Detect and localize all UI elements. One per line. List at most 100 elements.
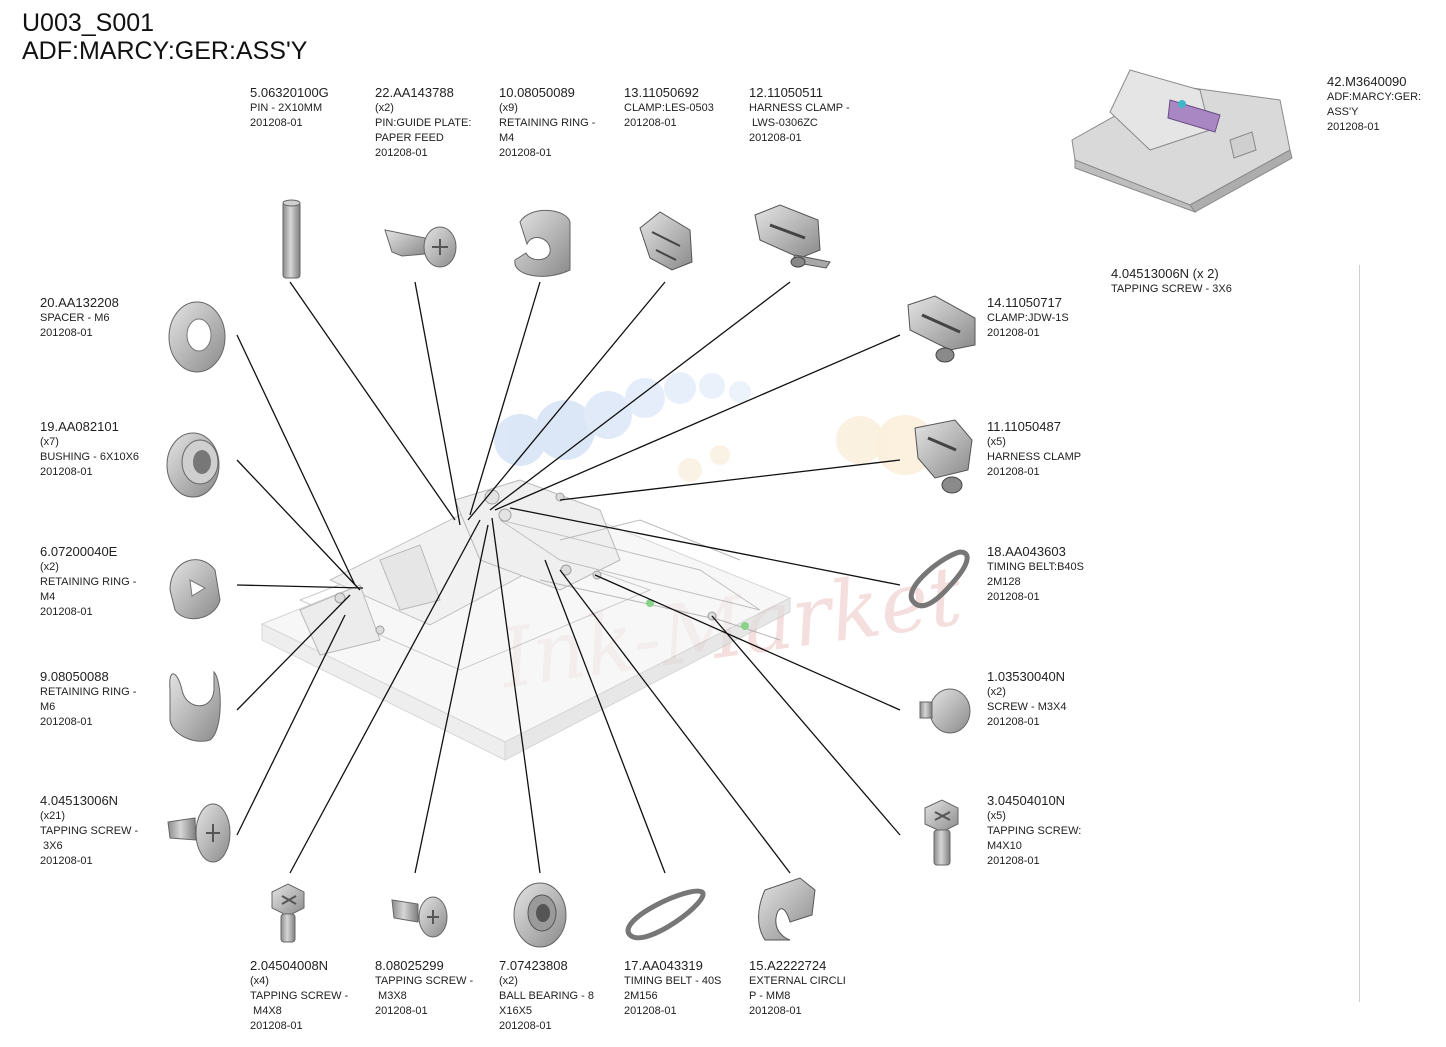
- screw-m3x4-icon: [919, 688, 971, 734]
- part-number: 10.08050089: [499, 85, 575, 100]
- page-id: U003_S001: [22, 9, 155, 37]
- retaining-ring-m4-left-icon: [169, 559, 221, 620]
- part-description-line: 201208-01: [987, 591, 1040, 603]
- part-number: 20.AA132208: [40, 295, 119, 310]
- part-description-line: 201208-01: [375, 1005, 428, 1017]
- part-description-line: TIMING BELT - 40S: [624, 975, 722, 987]
- part-description-line: 201208-01: [987, 716, 1040, 728]
- part-description-line: RETAINING RING -: [499, 117, 596, 129]
- part-description-line: PAPER FEED: [375, 132, 444, 144]
- part-description-line: BUSHING - 6X10X6: [40, 451, 140, 463]
- harness-clamp-lws-icon: [754, 204, 831, 269]
- part-description-line: BALL BEARING - 8: [499, 990, 594, 1002]
- part-number: 6.07200040E: [40, 544, 118, 559]
- part-label-p5: 5.06320100G PIN - 2X10MM 201208-01: [250, 85, 368, 131]
- part-number: 4.04513006N: [40, 793, 119, 808]
- tapping-screw-m3x8-icon: [391, 896, 448, 938]
- part-description-line: 201208-01: [749, 132, 802, 144]
- part-description-line: 201208-01: [624, 1005, 677, 1017]
- part-description-line: (x2): [499, 975, 518, 987]
- part-description-line: HARNESS CLAMP -: [749, 102, 850, 114]
- part-description-line: M6: [40, 701, 56, 713]
- part-number: 15.A2222724: [749, 958, 827, 973]
- part-description-line: M4X10: [987, 840, 1022, 852]
- part-description-line: RETAINING RING -: [40, 686, 137, 698]
- page-title: ADF:MARCY:GER:ASS'Y: [22, 37, 308, 65]
- part-description-line: 201208-01: [40, 327, 93, 339]
- part-description-line: (x7): [40, 436, 59, 448]
- part-number: 18.AA043603: [987, 544, 1066, 559]
- part-description-line: 201208-01: [987, 327, 1040, 339]
- part-number: 3.04504010N: [987, 793, 1066, 808]
- clamp-les-0503-icon: [639, 211, 693, 271]
- part-description-line: 201208-01: [624, 117, 677, 129]
- retaining-ring-m6-icon: [169, 670, 221, 742]
- part-number: 1.03530040N: [987, 669, 1066, 684]
- part-description-line: M4X8: [250, 1005, 282, 1017]
- bushing-icon: [166, 432, 220, 498]
- part-description-line: P - MM8: [749, 990, 791, 1002]
- part-description-line: 3X6: [40, 840, 63, 852]
- spacer-m6-icon: [168, 301, 226, 373]
- part-description-line: RETAINING RING -: [40, 576, 137, 588]
- part-label-p22: 22.AA143788(x2)PIN:GUIDE PLATE:PAPER FEE…: [375, 85, 493, 161]
- assembly-line: ADF:MARCY:GER:: [1327, 91, 1422, 103]
- clamp-jdw-1s-icon: [907, 295, 976, 363]
- part-description-line: (x2): [375, 102, 394, 114]
- part-number: 22.AA143788: [375, 85, 454, 100]
- timing-belt-40s-icon: [625, 888, 706, 941]
- part-number: 5.06320100G: [250, 85, 329, 100]
- part-description-line: (x5): [987, 810, 1006, 822]
- part-description-line: 201208-01: [749, 1005, 802, 1017]
- part-description-line: (x21): [40, 810, 66, 822]
- part-label-p3: 3.04504010N (x5) TAPPING SCREW: M4X10 201208…: [987, 793, 1105, 869]
- part-number: 7.07423808: [499, 958, 568, 973]
- assembly-line: ASS'Y: [1327, 106, 1359, 118]
- note-description: TAPPING SCREW - 3X6: [1111, 283, 1232, 295]
- part-description-line: TAPPING SCREW -: [250, 990, 349, 1002]
- part-description-line: (x2): [40, 561, 59, 573]
- part-description-line: PIN - 2X10MM: [250, 102, 323, 114]
- vertical-divider: [1359, 265, 1360, 1002]
- part-description-line: (x5): [987, 436, 1006, 448]
- part-description-line: 2M128: [987, 576, 1021, 588]
- ball-bearing-icon: [513, 882, 567, 948]
- timing-belt-b40s-icon: [908, 549, 970, 609]
- part-number: 14.11050717: [987, 295, 1062, 310]
- part-description-line: 2M156: [624, 990, 658, 1002]
- part-description-line: 201208-01: [250, 1020, 303, 1032]
- part-description-line: SCREW - M3X4: [987, 701, 1067, 713]
- assembly-line: 201208-01: [1327, 121, 1380, 133]
- part-description-line: TAPPING SCREW:: [987, 825, 1082, 837]
- part-description-line: CLAMP:JDW-1S: [987, 312, 1069, 324]
- adf-assembly-thumbnail: [1071, 69, 1293, 214]
- page-header: U003_S001 ADF:MARCY:GER:ASS'Y: [22, 9, 307, 65]
- part-description-line: 201208-01: [250, 117, 303, 129]
- tapping-screw-m4x10-icon: [924, 799, 959, 866]
- part-description-line: 201208-01: [987, 466, 1040, 478]
- part-description-line: 201208-01: [499, 1020, 552, 1032]
- part-description-line: 201208-01: [40, 606, 93, 618]
- assembly-part-number: 42.M3640090: [1327, 74, 1407, 89]
- part-description-line: 201208-01: [987, 855, 1040, 867]
- part-description-line: M4: [499, 132, 515, 144]
- part-description-line: HARNESS CLAMP: [987, 451, 1082, 463]
- part-number: 8.08025299: [375, 958, 444, 973]
- pin-icon: [282, 199, 301, 279]
- assembly-label: 42.M3640090 ADF:MARCY:GER: ASS'Y 201208-…: [1327, 74, 1445, 135]
- part-number: 17.AA043319: [624, 958, 703, 973]
